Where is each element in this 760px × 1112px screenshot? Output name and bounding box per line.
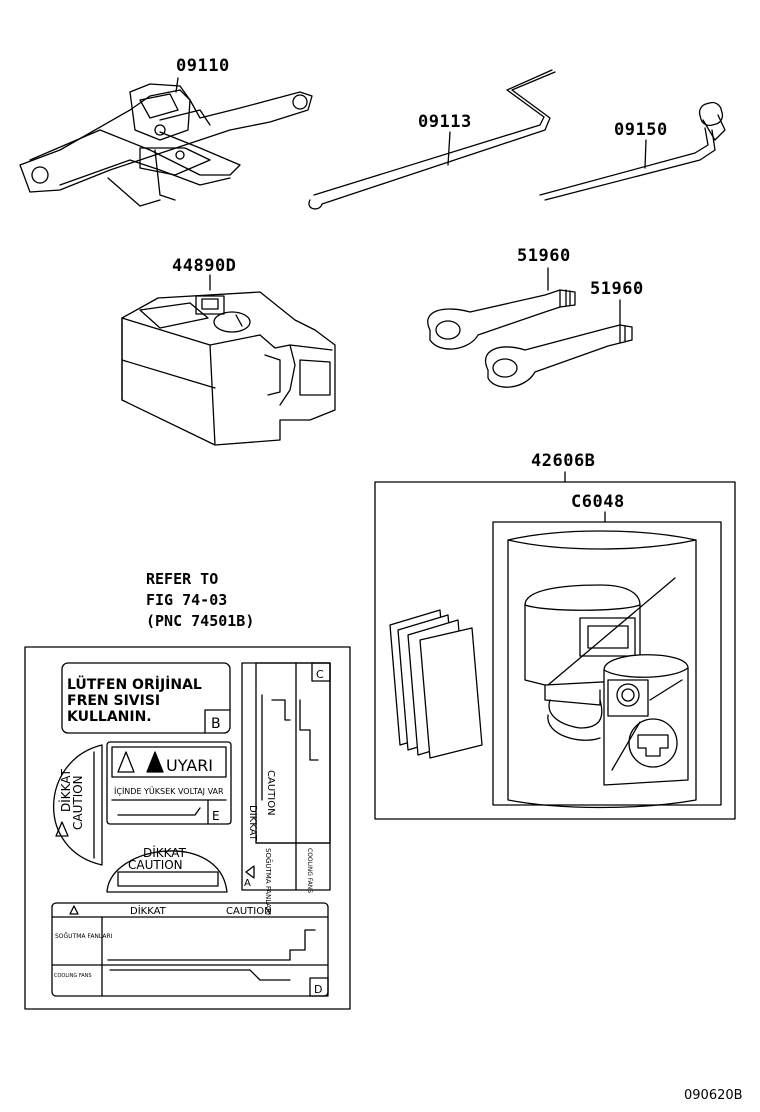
label-c-tag-a: A	[244, 878, 251, 889]
pouch-box	[374, 471, 736, 820]
refer-line-3: (PNC 74501B)	[146, 612, 255, 630]
semi-label-dikkat: DİKKAT	[143, 845, 187, 860]
part-number-pouch: 42606B	[531, 451, 596, 471]
label-d-sogutma: SOĞUTMA FANLARI	[55, 933, 113, 940]
label-c-caution: CAUTION	[265, 770, 276, 816]
label-c-dikkat: DIKKAT	[247, 805, 258, 842]
part-number-wrench: 09150	[614, 120, 668, 140]
towing-eye-2	[485, 299, 633, 388]
half-label-caution: CAUTION	[71, 775, 85, 830]
brake-label-line2: FREN SIVISI	[67, 693, 160, 709]
brake-label-line1: LÜTFEN ORİJİNAL	[67, 675, 202, 693]
part-number-eye-bolt-2: 51960	[590, 279, 644, 299]
label-d-tag: D	[314, 983, 322, 996]
label-text-group: LÜTFEN ORİJİNAL FREN SIVISI KULLANIN. B …	[54, 668, 324, 996]
half-label-dikkat: DİKKAT	[58, 768, 73, 812]
part-number-jack-handle: 09113	[418, 112, 472, 132]
label-c-sogutma: SOĞUTMA FANLARI	[264, 848, 273, 915]
part-number-jack: 09110	[176, 56, 230, 76]
jack-handle	[308, 69, 556, 210]
refer-line-1: REFER TO	[146, 570, 219, 588]
uyari-title: UYARI	[166, 756, 213, 775]
semi-label-caution: CAUTION	[128, 858, 183, 872]
part-number-case: C6048	[571, 492, 625, 512]
refer-line-2: FIG 74-03	[146, 591, 228, 609]
uyari-text: İÇİNDE YÜKSEK VOLTAJ VAR	[114, 786, 224, 796]
label-d-dikkat: DİKKAT	[130, 904, 167, 917]
diagram-id: 090620B	[684, 1088, 743, 1103]
label-d-caution: CAUTION	[226, 906, 272, 917]
part-number-repair-kit: 44890D	[172, 256, 237, 276]
label-c-cooling: COOLING FANS	[306, 848, 313, 893]
tire-repair-kit	[121, 274, 336, 446]
brake-label-line3: KULLANIN.	[67, 709, 152, 725]
scissor-jack	[19, 77, 313, 207]
towing-eye-1	[427, 267, 576, 350]
label-d-cooling: COOLING FANS	[54, 973, 92, 979]
part-number-eye-bolt-1: 51960	[517, 246, 571, 266]
uyari-tag: E	[212, 809, 220, 823]
label-sheet	[24, 646, 351, 1010]
wheel-nut-wrench	[539, 101, 726, 201]
label-c-tag: C	[316, 668, 324, 681]
brake-label-tag: B	[211, 716, 221, 732]
